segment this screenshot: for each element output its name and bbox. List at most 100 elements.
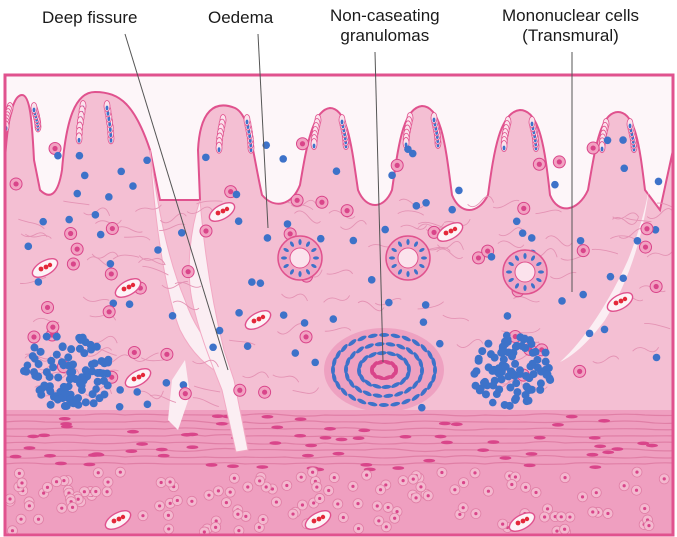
muscle-cell-nucleus <box>141 514 144 517</box>
plasma-cell-nucleus <box>31 334 36 339</box>
aggregate-lymphocyte <box>64 353 72 361</box>
plasma-cell-nucleus <box>654 284 659 289</box>
lymphocyte-nucleus <box>422 199 430 207</box>
red-blood-cell <box>317 517 322 522</box>
gland-nucleus <box>506 270 512 273</box>
smooth-muscle-nucleus <box>552 423 564 427</box>
smooth-muscle-nucleus <box>216 422 228 426</box>
lymphocyte-nucleus <box>169 312 177 320</box>
red-blood-cell <box>216 211 221 216</box>
smooth-muscle-nucleus <box>269 441 281 445</box>
plasma-cell-nucleus <box>71 261 76 266</box>
smooth-muscle-nucleus <box>332 452 344 456</box>
muscle-cell-nucleus <box>524 486 527 489</box>
lymphocyte-nucleus <box>301 319 309 327</box>
lymphocyte-nucleus <box>653 354 661 362</box>
lymphocyte-nucleus <box>604 136 612 144</box>
muscle-cell-nucleus <box>473 471 476 474</box>
muscle-cell-nucleus <box>11 529 14 532</box>
lymphocyte-nucleus <box>107 260 115 268</box>
lymphocyte-nucleus <box>117 168 125 176</box>
granuloma-body <box>324 328 444 412</box>
lymphocyte-nucleus <box>586 330 594 338</box>
plasma-cell-nucleus <box>75 247 80 252</box>
smooth-muscle-nucleus <box>586 453 598 457</box>
lymphocyte-nucleus <box>519 229 527 237</box>
lymphocyte-nucleus <box>620 164 628 172</box>
red-blood-cell <box>321 515 325 519</box>
plasma-cell-nucleus <box>107 309 112 314</box>
aggregate-lymphocyte <box>525 386 533 394</box>
smooth-muscle-nucleus <box>295 417 307 421</box>
smooth-muscle-nucleus <box>212 414 224 418</box>
smooth-muscle-nucleus <box>477 448 489 452</box>
smooth-muscle-nucleus <box>598 419 610 423</box>
aggregate-lymphocyte <box>542 371 550 379</box>
muscle-cell-nucleus <box>311 471 314 474</box>
muscle-cell-nucleus <box>635 489 638 492</box>
muscle-cell-nucleus <box>555 529 558 532</box>
lymphocyte-nucleus <box>235 309 243 317</box>
lymphocyte-nucleus <box>116 403 124 411</box>
muscle-cell-nucleus <box>333 476 336 479</box>
red-blood-cell <box>121 515 125 519</box>
muscle-cell-nucleus <box>301 503 304 506</box>
lymphocyte-nucleus <box>235 217 243 225</box>
lymphocyte-nucleus <box>607 273 615 281</box>
lymphocyte-nucleus <box>385 299 393 307</box>
muscle-cell-nucleus <box>351 485 354 488</box>
muscle-cell-nucleus <box>62 479 65 482</box>
aggregate-lymphocyte <box>511 360 519 368</box>
epithelial-nucleus <box>33 108 36 113</box>
smooth-muscle-nucleus <box>156 448 168 452</box>
smooth-muscle-nucleus <box>23 446 35 450</box>
lymphocyte-nucleus <box>257 279 265 287</box>
aggregate-lymphocyte <box>69 360 77 368</box>
aggregate-lymphocyte <box>478 347 486 355</box>
muscle-cell-nucleus <box>365 474 368 477</box>
aggregate-lymphocyte <box>502 363 510 371</box>
aggregate-lymphocyte <box>78 381 86 389</box>
smooth-muscle-nucleus <box>186 445 198 449</box>
red-blood-cell <box>122 287 127 292</box>
muscle-cell-nucleus <box>106 480 109 483</box>
red-blood-cell <box>449 229 454 234</box>
epithelial-nucleus <box>341 120 344 125</box>
aggregate-lymphocyte <box>53 333 61 341</box>
lymphocyte-nucleus <box>129 182 137 190</box>
aggregate-lymphocyte <box>521 344 529 352</box>
aggregate-lymphocyte <box>60 361 68 369</box>
smooth-muscle-nucleus <box>305 444 317 448</box>
lymphocyte-nucleus <box>105 193 113 201</box>
smooth-muscle-nucleus <box>10 455 22 459</box>
gland-nucleus <box>298 239 301 245</box>
aggregate-lymphocyte <box>484 340 492 348</box>
smooth-muscle-nucleus <box>127 430 139 434</box>
smooth-muscle-nucleus <box>227 464 239 468</box>
plasma-cell-nucleus <box>303 334 308 339</box>
red-blood-cell <box>127 285 132 290</box>
lymphocyte-nucleus <box>73 190 81 198</box>
muscle-cell-nucleus <box>291 512 294 515</box>
aggregate-lymphocyte <box>89 390 97 398</box>
muscle-cell-nucleus <box>19 518 22 521</box>
red-blood-cell <box>137 375 142 380</box>
lymphocyte-nucleus <box>436 340 444 348</box>
smooth-muscle-nucleus <box>358 429 370 433</box>
plasma-cell-nucleus <box>485 248 490 253</box>
lymphocyte-nucleus <box>409 150 417 158</box>
muscle-cell-nucleus <box>453 488 456 491</box>
smooth-muscle-nucleus <box>451 422 463 426</box>
lymphocyte-nucleus <box>381 226 389 234</box>
aggregate-lymphocyte <box>54 373 62 381</box>
aggregate-lymphocyte <box>68 374 76 382</box>
aggregate-lymphocyte <box>46 387 54 395</box>
aggregate-lymphocyte <box>476 386 484 394</box>
muscle-cell-nucleus <box>258 526 261 529</box>
red-blood-cell <box>525 517 529 521</box>
lymphocyte-nucleus <box>311 359 319 367</box>
aggregate-lymphocyte <box>509 370 517 378</box>
muscle-cell-nucleus <box>327 489 330 492</box>
muscle-cell-nucleus <box>510 483 513 486</box>
smooth-muscle-nucleus <box>125 449 137 453</box>
